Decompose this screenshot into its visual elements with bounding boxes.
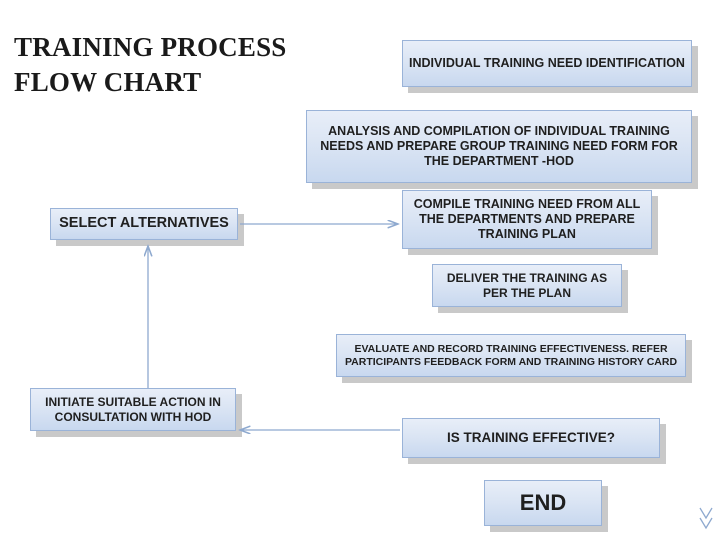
node-deliver-training[interactable]: DELIVER THE TRAINING AS PER THE PLAN <box>432 264 622 307</box>
node-evaluate-record[interactable]: EVALUATE AND RECORD TRAINING EFFECTIVENE… <box>336 334 686 377</box>
node-individual-training-need[interactable]: INDIVIDUAL TRAINING NEED IDENTIFICATION <box>402 40 692 87</box>
node-end[interactable]: END <box>484 480 602 526</box>
chevron-down-icon <box>699 517 713 530</box>
page-title: TRAINING PROCESS FLOW CHART <box>14 32 287 97</box>
node-select-alternatives[interactable]: SELECT ALTERNATIVES <box>50 208 238 240</box>
node-compile-training-need[interactable]: COMPILE TRAINING NEED FROM ALL THE DEPAR… <box>402 190 652 249</box>
chevron-down-icon <box>699 507 713 520</box>
node-initiate-action[interactable]: INITIATE SUITABLE ACTION IN CONSULTATION… <box>30 388 236 431</box>
node-is-training-effective[interactable]: IS TRAINING EFFECTIVE? <box>402 418 660 458</box>
node-analysis-compilation[interactable]: ANALYSIS AND COMPILATION OF INDIVIDUAL T… <box>306 110 692 183</box>
